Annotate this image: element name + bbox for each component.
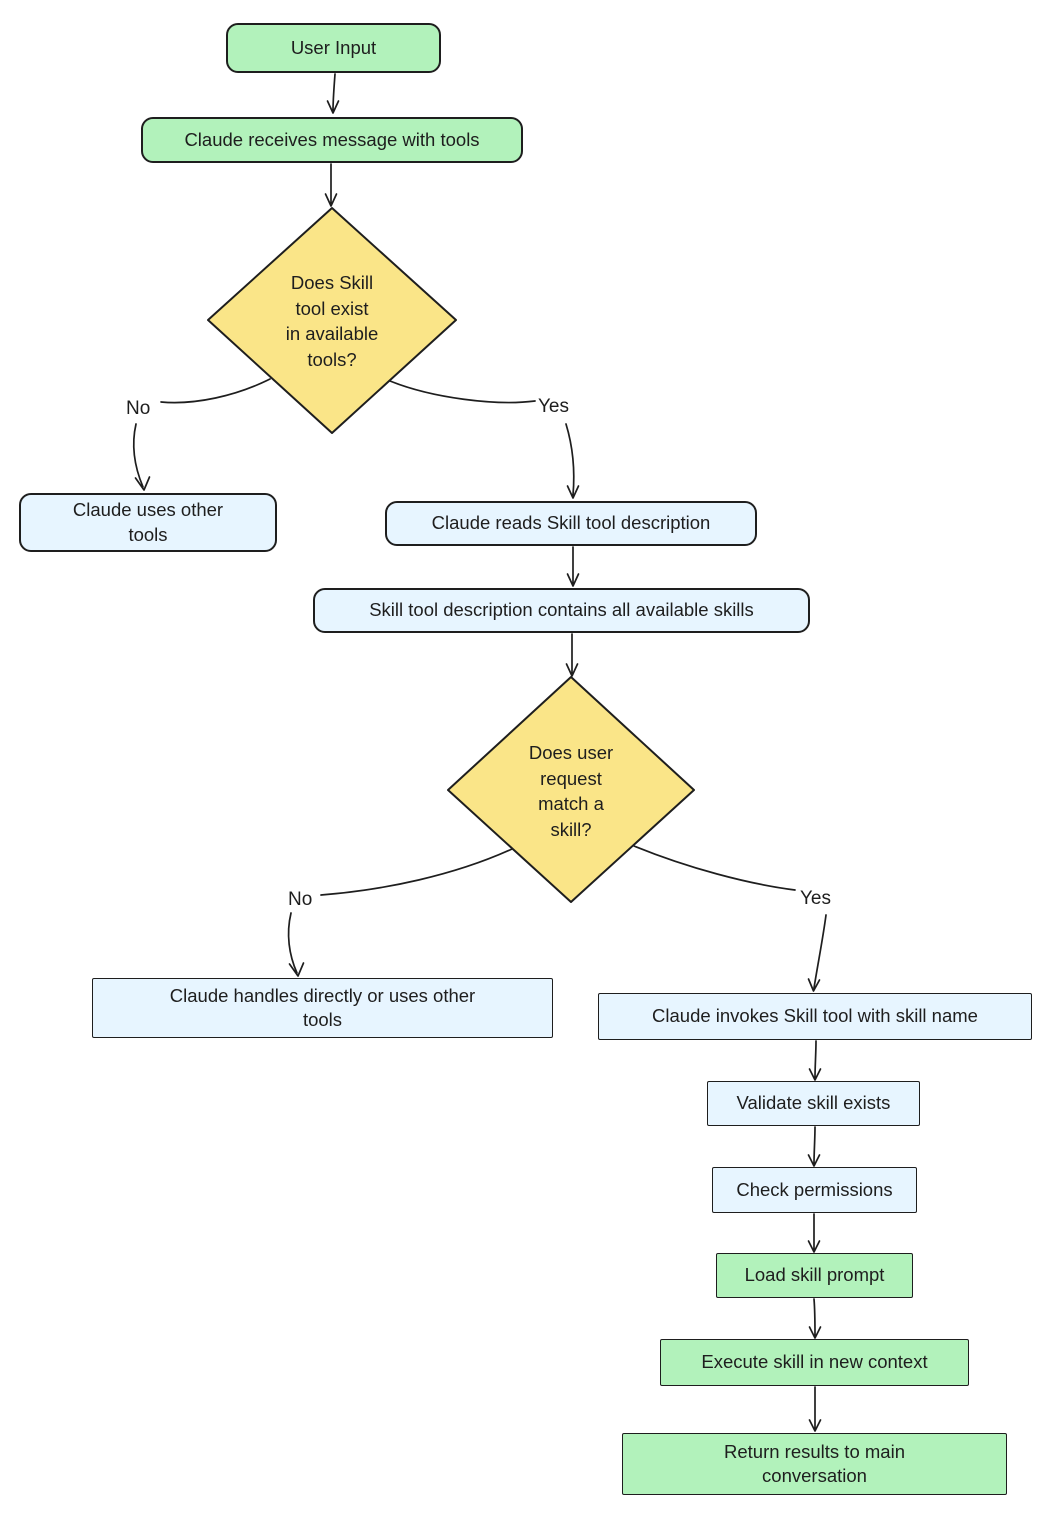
edge-description-contains-to-match-decision [565,633,579,677]
node-validate-skill: Validate skill exists [707,1081,920,1126]
node-uses-other-tools: Claude uses other tools [19,493,277,552]
node-receive-message: Claude receives message with tools [141,117,523,163]
edge-match-decision-to-yes-label [633,845,796,891]
node-reads-description: Claude reads Skill tool description [385,501,757,546]
edge-execute-to-return-results [808,1386,822,1432]
decision-diamond-skill-tool-exists [207,207,457,434]
edge-match-decision-to-no-label [320,848,513,896]
node-invokes-skill: Claude invokes Skill tool with skill nam… [598,993,1032,1040]
decision-label-request-match: Does user request match a skill? [528,742,614,840]
edge-invokes-skill-to-validate [808,1040,822,1081]
edge-yes-label-to-invokes-skill [807,914,827,992]
node-return-results: Return results to main conversation [622,1433,1007,1495]
edge-user-input-to-receive [326,73,340,114]
edge-check-permissions-to-load-prompt [807,1213,821,1253]
connectors [132,73,827,1432]
edge-no-label-to-handles-directly [287,912,305,977]
node-user-input: User Input [226,23,441,73]
decision-label-skill-tool-exists: Does Skill tool exist in available tools… [285,272,379,370]
edge-load-prompt-to-execute [808,1298,822,1339]
edge-no-label-to-uses-other-tools [132,423,151,491]
node-check-permissions: Check permissions [712,1167,917,1213]
edge-skill-tool-decision-to-yes-label [389,380,536,404]
edge-label-skill-tool-yes: Yes [538,396,569,417]
node-description-contains: Skill tool description contains all avai… [313,588,810,633]
node-execute-skill: Execute skill in new context [660,1339,969,1386]
node-load-prompt: Load skill prompt [716,1253,913,1298]
edge-label-match-no: No [288,889,313,910]
edge-label-skill-tool-no: No [126,398,151,419]
edge-reads-description-to-description-contains [566,546,580,587]
edge-skill-tool-decision-to-no-label [160,378,271,404]
decision-diamond-request-match [447,676,695,903]
edge-validate-to-check-permissions [807,1126,821,1167]
edge-receive-to-skill-tool-decision [324,163,338,207]
edge-yes-label-to-reads-description [565,423,580,499]
node-handles-directly: Claude handles directly or uses other to… [92,978,553,1038]
edge-label-match-yes: Yes [800,888,831,909]
